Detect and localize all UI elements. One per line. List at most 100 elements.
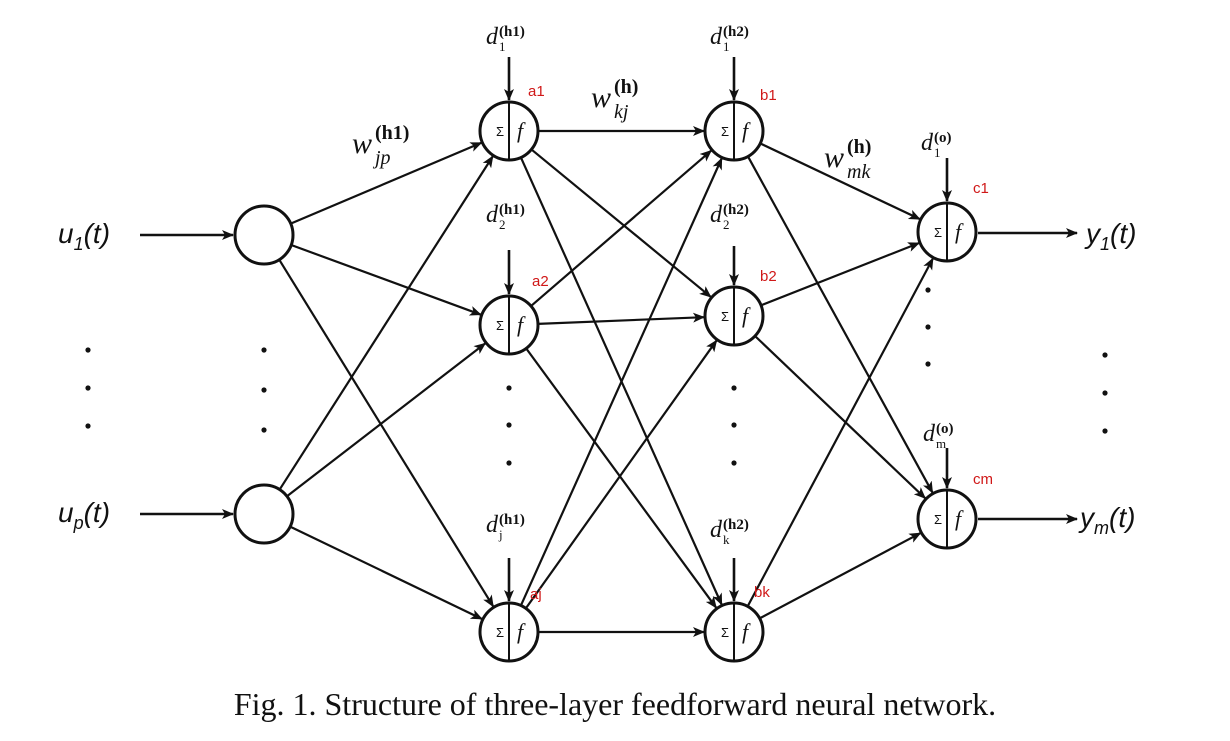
edge-u1-aj — [278, 259, 495, 608]
ellipsis-dot — [1102, 390, 1108, 396]
svg-text:d: d — [710, 202, 723, 228]
sum-symbol: Σ — [496, 625, 504, 640]
edge-a2-b2 — [537, 312, 706, 325]
sum-symbol: Σ — [721, 625, 729, 640]
svg-text:d: d — [486, 202, 499, 228]
input-label-up: up(t) — [58, 497, 110, 533]
activation-symbol: f — [517, 619, 526, 644]
ellipsis-dot — [261, 387, 267, 393]
output-label-y1: y1(t) — [1084, 218, 1136, 254]
bias-label-d1h2: d(h2)1 — [710, 24, 749, 54]
output-label-ym: ym(t) — [1078, 502, 1135, 538]
figure-caption: Fig. 1. Structure of three-layer feedfor… — [233, 686, 997, 722]
edge-bk-c1 — [746, 257, 934, 607]
activation-symbol: f — [742, 619, 751, 644]
bias-label-d2h1: d(h1)2 — [486, 202, 525, 232]
ellipsis-dot — [85, 423, 91, 429]
ellipsis-dot — [85, 347, 91, 353]
activation-symbol: f — [742, 303, 751, 328]
svg-text:d: d — [923, 421, 936, 447]
edge-b1-c1 — [759, 142, 921, 221]
svg-text:jp: jp — [372, 147, 391, 169]
svg-text:w: w — [824, 141, 844, 174]
node-tag-bk: bk — [754, 584, 770, 601]
ellipsis-dot — [925, 361, 931, 367]
svg-text:d: d — [710, 517, 723, 543]
node-tag-b1: b1 — [760, 87, 777, 104]
edge-u1-a2 — [290, 243, 482, 316]
edge-a2-b1 — [530, 149, 713, 307]
edge-up-a2 — [286, 342, 487, 498]
svg-text:(h2): (h2) — [723, 517, 749, 533]
sum-symbol: Σ — [721, 309, 729, 324]
svg-text:d: d — [921, 130, 934, 156]
bias-label-d1o: d(o)1 — [921, 130, 952, 160]
svg-text:(h2): (h2) — [723, 24, 749, 40]
weight-label-wjp: w(h1) jp — [352, 122, 409, 169]
ellipsis-dot — [925, 287, 931, 293]
ellipsis-dot — [731, 460, 737, 466]
svg-text:d: d — [486, 512, 499, 538]
node-tag-cm: cm — [973, 471, 993, 488]
node-tag-c1: c1 — [973, 180, 989, 197]
edge-aj-b2 — [524, 339, 718, 610]
edge-bk-cm — [759, 532, 922, 620]
svg-text:(o): (o) — [934, 130, 952, 146]
ellipsis-dot — [261, 427, 267, 433]
input-label-u1: u1(t) — [58, 218, 110, 254]
ellipsis-dot — [506, 385, 512, 391]
edge-aj-b1 — [519, 157, 723, 606]
edge-u1-a1 — [290, 141, 483, 225]
svg-text:m: m — [936, 436, 946, 451]
svg-text:(h): (h) — [614, 76, 638, 98]
svg-text:(h1): (h1) — [375, 122, 409, 144]
activation-symbol: f — [742, 118, 751, 143]
svg-text:1: 1 — [723, 39, 730, 54]
edge-b1-cm — [746, 155, 934, 494]
bias-label-d2h2: d(h2)2 — [710, 202, 749, 232]
svg-text:w: w — [591, 81, 611, 114]
ellipsis-dot — [1102, 352, 1108, 358]
sum-symbol: Σ — [934, 512, 942, 527]
svg-text:(h1): (h1) — [499, 512, 525, 528]
edge-up-aj — [289, 525, 483, 620]
weight-label-wkj: w(h) kj — [591, 76, 638, 123]
activation-symbol: f — [517, 312, 526, 337]
svg-text:(o): (o) — [936, 421, 954, 437]
bias-label-dmo: d(o)m — [923, 421, 954, 451]
input-node-up — [233, 483, 295, 545]
sum-symbol: Σ — [496, 318, 504, 333]
bias-label-djh1: d(h1)j — [486, 512, 525, 542]
svg-text:w: w — [352, 127, 372, 160]
edge-a1-b2 — [530, 148, 712, 298]
node-tag-a2: a2 — [532, 273, 549, 290]
activation-symbol: f — [955, 219, 964, 244]
node-tag-aj: aj — [530, 586, 542, 603]
activation-symbol: f — [955, 506, 964, 531]
edge-up-a1 — [278, 155, 494, 491]
node-tag-a1: a1 — [528, 83, 545, 100]
node-tag-b2: b2 — [760, 268, 777, 285]
weight-label-wmk: w(h)mk — [824, 136, 871, 183]
edge-b2-cm — [754, 335, 927, 500]
ellipsis-dot — [506, 422, 512, 428]
ellipsis-dot — [85, 385, 91, 391]
svg-text:k: k — [723, 532, 730, 547]
svg-text:kj: kj — [614, 101, 629, 123]
svg-text:j: j — [498, 527, 503, 542]
ellipsis-dot — [261, 347, 267, 353]
svg-text:1: 1 — [934, 145, 941, 160]
ellipsis-dot — [506, 460, 512, 466]
edge-a2-bk — [525, 347, 718, 609]
activation-symbol: f — [517, 118, 526, 143]
svg-text:d: d — [486, 24, 499, 50]
